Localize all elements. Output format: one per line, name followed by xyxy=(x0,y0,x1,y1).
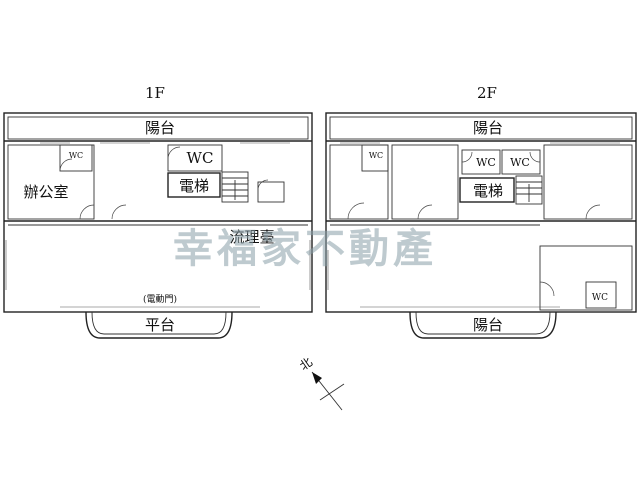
floor-1-platform-label: 平台 xyxy=(145,316,175,334)
floor-2-door xyxy=(585,204,601,220)
floor-2-door xyxy=(529,151,541,163)
floor-2-wc-small-label: WC xyxy=(369,151,383,160)
floor-1-platform xyxy=(85,311,233,339)
floor-2-wc-a-label: WC xyxy=(476,156,496,169)
floor-1-balcony-label: 陽台 xyxy=(145,119,175,137)
floor-2-balcony-top-label: 陽台 xyxy=(473,119,503,137)
floor-1-kitchen-counter-label: 流理臺 xyxy=(229,228,274,246)
floor-1-office-label: 辦公室 xyxy=(23,183,68,201)
floor-1-door xyxy=(111,204,127,220)
floor-2-plan: 2F 陽台 WC WC WC 電梯 xyxy=(325,84,637,339)
floor-1-elevator-label: 電梯 xyxy=(179,177,209,195)
floor-2-bedroom-right xyxy=(543,144,633,220)
floor-2-elevator xyxy=(459,177,515,203)
floor-1-outer-wall xyxy=(3,112,313,313)
floor-1-storage-room xyxy=(257,181,285,203)
floor-2-balcony-bottom-inner xyxy=(415,311,551,335)
floor-1-door xyxy=(79,204,95,220)
floor-1-title: 1F xyxy=(145,84,165,102)
floor-1-electric-door-label: (電動門) xyxy=(143,294,177,305)
floor-2-door xyxy=(347,202,365,220)
floor-2-elevator-label: 電梯 xyxy=(473,182,503,200)
floor-2-door xyxy=(539,281,555,297)
floor-2-door xyxy=(461,151,473,163)
floor-2-wc-small-room xyxy=(361,144,389,172)
floor-1-door xyxy=(167,146,181,160)
floor-1-balcony-area xyxy=(7,116,309,140)
floor-1-office-wc-room xyxy=(59,144,93,172)
floor-1-stairs xyxy=(221,171,249,203)
compass-cross xyxy=(319,383,345,401)
compass-arrow-icon xyxy=(312,372,322,384)
floor-1-elevator xyxy=(167,172,221,198)
compass-label: 北 xyxy=(297,355,315,373)
floor-2-bedroom-left xyxy=(329,144,389,220)
watermark: 幸福家不動產 xyxy=(173,226,437,272)
floor-1-door xyxy=(59,158,73,172)
floor-2-balcony-bottom xyxy=(409,311,557,339)
floor-1-office-room xyxy=(7,144,95,220)
floor-2-wc-corner-room xyxy=(585,281,617,309)
floor-2-stairs xyxy=(515,175,543,205)
floor-2-balcony-area xyxy=(329,116,633,140)
floor-2-outer-wall xyxy=(325,112,637,313)
floor-2-side-room xyxy=(539,245,633,311)
floor-2-title: 2F xyxy=(477,84,497,102)
floor-1-door xyxy=(257,179,269,191)
north-compass: 北 xyxy=(297,355,345,411)
floor-2-balcony-bottom-label: 陽台 xyxy=(473,316,503,334)
floor-1-plan: 1F 陽台 辦公室 WC WC 電梯 xyxy=(3,84,313,339)
floor-1-platform-inner xyxy=(91,311,227,335)
floor-1-office-wc-label: WC xyxy=(69,151,83,160)
floor-2-wc-b-label: WC xyxy=(510,156,530,169)
floor-2-wc-corner-label: WC xyxy=(592,293,608,303)
floor-1-wc-label: WC xyxy=(187,149,214,167)
floor-2-door xyxy=(417,204,433,220)
floor-2-bedroom-middle xyxy=(391,144,459,220)
